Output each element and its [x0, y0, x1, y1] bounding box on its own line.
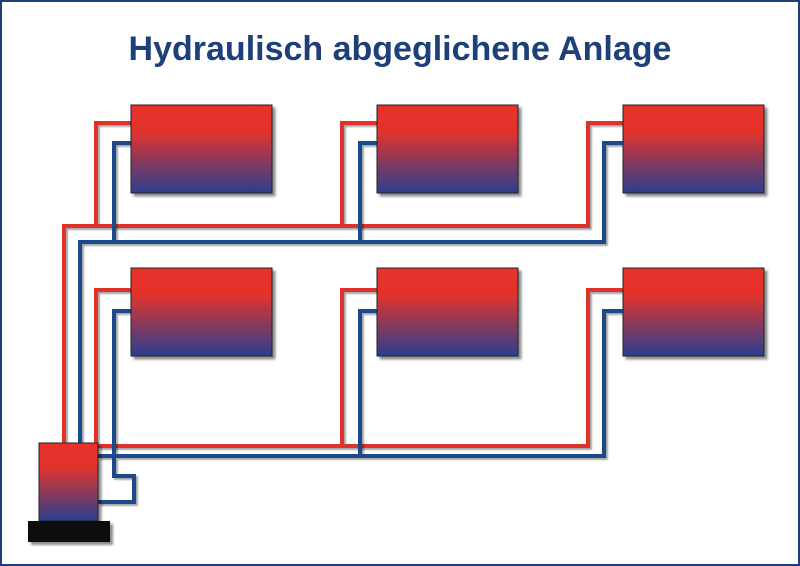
- diagram-title: Hydraulisch abgeglichene Anlage: [128, 30, 672, 68]
- radiator-r2: [376, 104, 519, 194]
- radiator-r1: [130, 104, 273, 194]
- supply-pipe-r5: [340, 288, 378, 446]
- radiator-r6: [622, 267, 765, 357]
- radiator-r3: [622, 104, 765, 194]
- radiator-r5: [376, 267, 519, 357]
- boiler: [28, 442, 110, 542]
- return-pipe-r1: [112, 141, 132, 242]
- return-pipe-r4: [112, 309, 132, 456]
- supply-pipes: [62, 121, 624, 448]
- supply-pipe-r2: [340, 121, 378, 226]
- return-pipe-main-top: [78, 141, 624, 444]
- return-pipe-r2: [358, 141, 378, 242]
- radiators: [130, 104, 765, 357]
- boiler-body: [38, 442, 99, 522]
- return-pipes: [78, 141, 624, 504]
- supply-pipe-main-top: [62, 121, 624, 444]
- boiler-base: [28, 521, 110, 542]
- radiator-r4: [130, 267, 273, 357]
- supply-pipe-r1: [94, 121, 132, 226]
- return-pipe-loop: [98, 456, 136, 504]
- return-pipe-main-bottom: [98, 309, 624, 458]
- supply-pipe-r4: [94, 288, 132, 446]
- return-pipe-r5: [358, 309, 378, 456]
